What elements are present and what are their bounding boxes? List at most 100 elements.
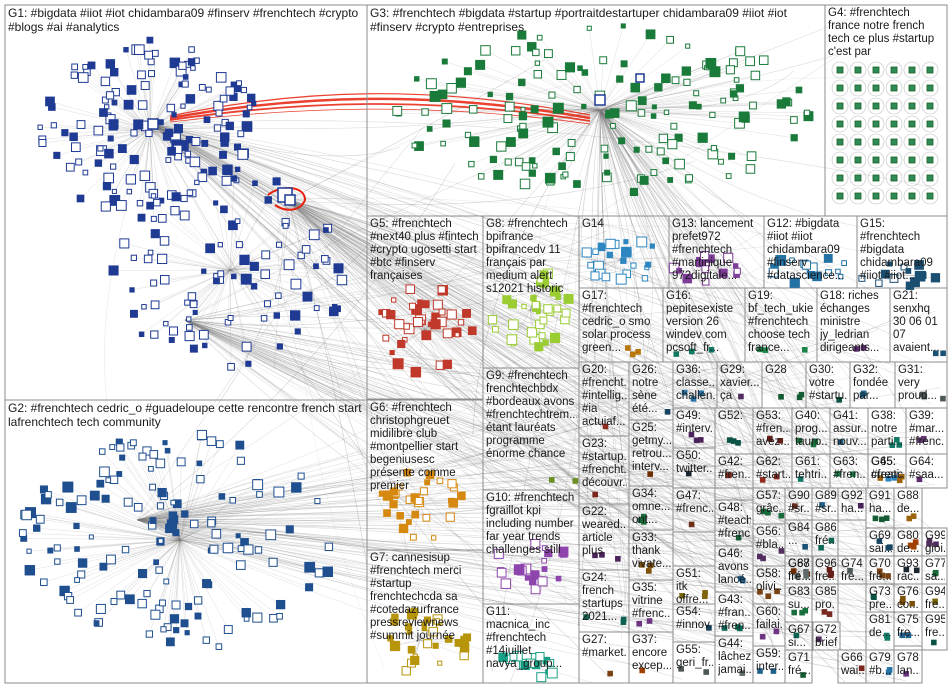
edge [287,199,544,515]
node-g86 [818,544,824,551]
node-g8 [543,304,553,314]
edge [67,486,181,541]
node-g3 [709,66,721,78]
node-g3 [651,104,657,110]
edge [599,109,757,421]
node-g2 [101,494,110,503]
edge [179,533,217,541]
edge [287,199,636,559]
edge [390,314,426,331]
hub-node [147,118,159,130]
node-halo-g4 [903,187,921,205]
node-g2 [99,562,108,571]
edge [184,319,778,635]
edge [287,199,659,576]
node-g14 [623,239,629,245]
edge [136,519,879,633]
edge [418,109,601,147]
node-g1 [273,312,280,319]
node-g5 [417,299,423,306]
edge [152,123,681,313]
edge [599,109,871,652]
node-g1 [328,306,339,317]
edge [64,539,181,592]
node-g3 [487,91,493,98]
node-halo-g4 [831,151,849,169]
node-g3 [548,91,556,99]
node-g1 [245,360,252,367]
node-g45 [898,473,905,480]
node-g2 [163,578,170,585]
edge [108,129,151,179]
node-g2 [193,596,203,605]
node-g93 [903,566,910,573]
edge [599,109,862,499]
edge [184,319,576,382]
node-g3 [695,103,702,110]
edge [149,129,185,199]
edge [184,319,777,528]
node-g4 [872,102,880,110]
node-g1 [111,99,118,106]
edge [195,269,231,313]
edge [287,199,718,425]
node-g12 [835,268,841,275]
node-g8 [539,270,549,280]
node-g2 [99,448,106,455]
node-g4 [890,192,898,200]
node-g1 [110,163,117,170]
edge [184,319,585,509]
node-g1 [181,80,189,88]
node-g1 [170,206,180,216]
node-halo-g4 [885,97,903,115]
node-g38 [896,442,903,448]
edge [599,109,795,138]
node-g6 [425,470,435,480]
edge [152,123,864,581]
node-g2 [252,479,264,491]
node-g2 [168,511,178,520]
node-g3 [414,76,420,82]
edge [167,539,181,628]
edge [136,441,775,521]
node-g5 [409,302,417,310]
node-halo-g4 [867,169,885,187]
node-g2 [119,454,126,461]
edge [149,129,189,161]
node-g33 [639,562,645,568]
edge [179,539,189,607]
node-g5 [389,349,395,356]
node-g67 [793,632,800,639]
edge [152,123,929,536]
node-g1 [221,175,232,186]
node-g1 [249,261,259,271]
edge [229,269,231,319]
node-g1 [215,72,227,83]
node-g1 [187,58,196,66]
edge [179,539,220,647]
edge [419,483,453,506]
edge [136,452,803,523]
group-box-g90 [784,487,813,521]
edge [558,107,601,111]
node-g21 [932,350,939,357]
node-g2 [322,566,334,578]
edge [156,202,231,271]
edge [287,199,797,644]
node-g18 [853,346,860,352]
node-g1 [191,137,201,146]
node-g94 [932,598,938,605]
group-box-g41 [829,407,869,455]
edge [184,319,895,628]
edge [586,252,621,261]
node-g16 [673,351,680,357]
node-g6 [457,491,466,501]
edge [556,109,601,152]
node-g96 [828,570,834,577]
edge [77,539,181,613]
node-g51 [702,590,708,596]
node-g5 [462,308,471,318]
edge [429,109,601,130]
edge [551,94,601,111]
node-g5 [410,366,422,378]
